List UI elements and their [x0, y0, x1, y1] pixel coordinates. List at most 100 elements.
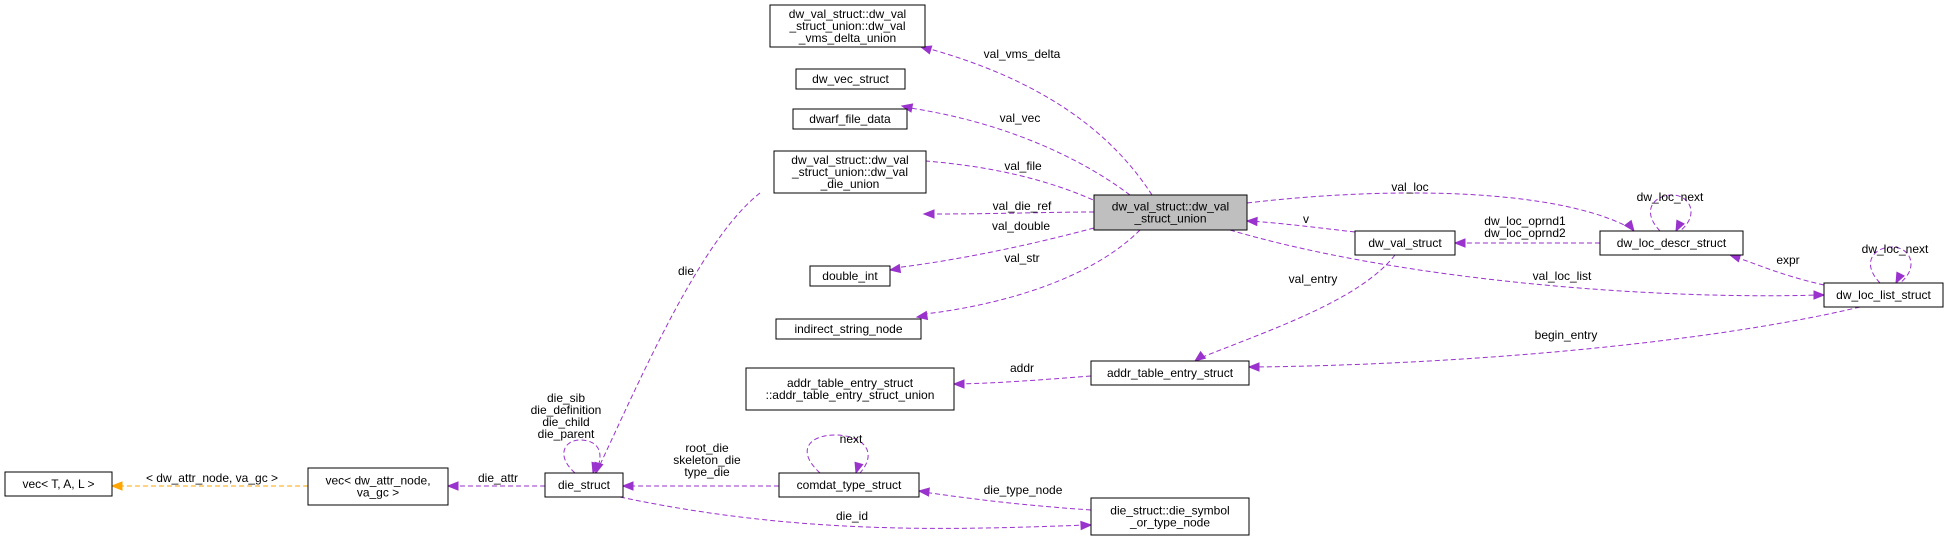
edge-line — [597, 192, 761, 470]
node-dw-val-struct[interactable]: dw_val_struct — [1354, 230, 1456, 256]
edge-label-text: type_die — [684, 465, 730, 479]
node-dw-val-struct-union[interactable]: dw_val_struct::dw_val_struct_union — [1093, 194, 1248, 231]
arrow-head — [922, 209, 935, 219]
node-label: die_struct::die_symbol — [1110, 504, 1229, 518]
node-dw-loc-descr-struct[interactable]: dw_loc_descr_struct — [1599, 230, 1744, 256]
edge-connector — [1453, 238, 1600, 248]
edge-label-addr: addr — [1010, 361, 1034, 375]
edge-connector — [919, 45, 1153, 196]
node-box — [745, 367, 955, 411]
node-label: dw_val_struct::dw_val — [791, 153, 908, 167]
arrow-head — [917, 487, 930, 497]
edge-line — [924, 229, 1141, 315]
node-indirect-string-node[interactable]: indirect_string_node — [775, 318, 922, 340]
edge-label-tmpl-args: < dw_attr_node, va_gc > — [146, 471, 278, 485]
arrow-head — [919, 45, 933, 55]
node-label: comdat_type_struct — [797, 478, 902, 492]
edge-label-val-vms-delta: val_vms_delta — [984, 47, 1061, 61]
node-vms-delta-union[interactable]: dw_val_struct::dw_val_struct_union::dw_v… — [769, 4, 926, 48]
node-box — [1354, 230, 1456, 256]
edge-connector — [902, 154, 1101, 204]
edge-label-text: dw_loc_oprnd2 — [1484, 226, 1566, 240]
arrow-head — [888, 263, 902, 274]
node-box — [1093, 194, 1248, 231]
node-vec-tal[interactable]: vec< T, A, L > — [4, 471, 113, 497]
node-die-struct[interactable]: die_struct — [544, 472, 624, 498]
node-box — [792, 108, 908, 130]
node-addr-table-union[interactable]: addr_table_entry_struct::addr_table_entr… — [745, 367, 955, 411]
node-die-symbol-or-type-node[interactable]: die_struct::die_symbol_or_type_node — [1090, 497, 1250, 536]
node-vec-dw-attr[interactable]: vec< dw_attr_node,va_gc > — [307, 467, 449, 506]
node-label: dw_loc_descr_struct — [1617, 236, 1727, 250]
edge-label-text: val_str — [1004, 251, 1039, 265]
edge-label-text: val_entry — [1289, 272, 1338, 286]
edge-label-text: dw_loc_next — [1637, 190, 1704, 204]
node-dw-vec-struct[interactable]: dw_vec_struct — [795, 68, 906, 90]
edge-label-text: skeleton_die — [673, 453, 741, 467]
node-box — [795, 68, 906, 90]
edge-label-val-loc-list: val_loc_list — [1533, 269, 1592, 283]
arrow-head — [1895, 271, 1905, 285]
edge-connector — [1869, 246, 1912, 285]
edge-connector — [594, 192, 761, 475]
edge-label-val-file: val_file — [1004, 159, 1042, 173]
edge-connector — [1245, 216, 1356, 233]
edge-line — [922, 491, 1092, 511]
edge-label-expr: expr — [1776, 253, 1799, 267]
edge-connector — [915, 229, 1141, 321]
node-label: vec< T, A, L > — [22, 477, 94, 491]
edge-line — [1649, 194, 1692, 232]
node-label: _die_union — [820, 177, 880, 191]
node-label: die_struct — [558, 478, 611, 492]
edge-line — [893, 227, 1095, 269]
arrow-head — [952, 379, 965, 389]
edge-connector — [619, 496, 1093, 531]
edge-label-die-type-node: die_type_node — [984, 483, 1063, 497]
edge-line — [1246, 192, 1631, 229]
node-box — [809, 265, 891, 287]
node-addr-table-entry-struct[interactable]: addr_table_entry_struct — [1090, 360, 1250, 386]
node-comdat-type-struct[interactable]: comdat_type_struct — [778, 472, 920, 498]
edge-label-text: val_die_ref — [993, 199, 1052, 213]
edge-label-die-attr: die_attr — [478, 471, 518, 485]
node-dwarf-file-data[interactable]: dwarf_file_data — [792, 108, 908, 130]
edge-connector — [917, 487, 1092, 511]
node-dw-loc-list-struct[interactable]: dw_loc_list_struct — [1823, 282, 1944, 308]
node-box — [1090, 497, 1250, 536]
node-label: addr_table_entry_struct — [787, 376, 914, 390]
node-label: _struct_union::dw_val — [788, 19, 905, 33]
node-die-union[interactable]: dw_val_struct::dw_val_struct_union::dw_v… — [773, 150, 927, 194]
edge-label-text: val_loc_list — [1533, 269, 1592, 283]
node-label: indirect_string_node — [794, 322, 902, 336]
edge-label-val-double: val_double — [992, 219, 1050, 233]
node-box — [778, 472, 920, 498]
node-label: dw_val_struct::dw_val — [1112, 200, 1229, 214]
node-label: dw_loc_list_struct — [1836, 288, 1931, 302]
node-box — [775, 318, 922, 340]
edge-line — [911, 159, 1101, 204]
arrow-head — [854, 461, 864, 475]
edge-label-text: val_vms_delta — [984, 47, 1061, 61]
node-double-int[interactable]: double_int — [809, 265, 891, 287]
edge-connector — [922, 209, 1095, 219]
arrow-head — [621, 481, 634, 491]
node-label: dwarf_file_data — [809, 112, 891, 126]
node-label: addr_table_entry_struct — [1107, 366, 1234, 380]
edge-label-text: die_id — [836, 509, 868, 523]
node-label: va_gc > — [357, 486, 399, 500]
edge-label-val-entry: val_entry — [1289, 272, 1338, 286]
arrow-head — [1813, 290, 1826, 300]
edge-connector — [1247, 306, 1861, 372]
edge-connector — [806, 434, 869, 475]
edge-label-text: < dw_attr_node, va_gc > — [146, 471, 278, 485]
edge-label-text: die_attr — [478, 471, 518, 485]
edge-connector — [888, 227, 1095, 274]
edge-label-text: root_die — [685, 441, 729, 455]
edge-label-val-die-ref: val_die_ref — [993, 199, 1052, 213]
edge-label-text: v — [1303, 212, 1309, 226]
edge-label-text: die_definition — [531, 403, 602, 417]
edge-label-v: v — [1303, 212, 1309, 226]
edge-label-text: val_loc — [1391, 180, 1428, 194]
edge-label-begin-entry: begin_entry — [1535, 328, 1598, 342]
